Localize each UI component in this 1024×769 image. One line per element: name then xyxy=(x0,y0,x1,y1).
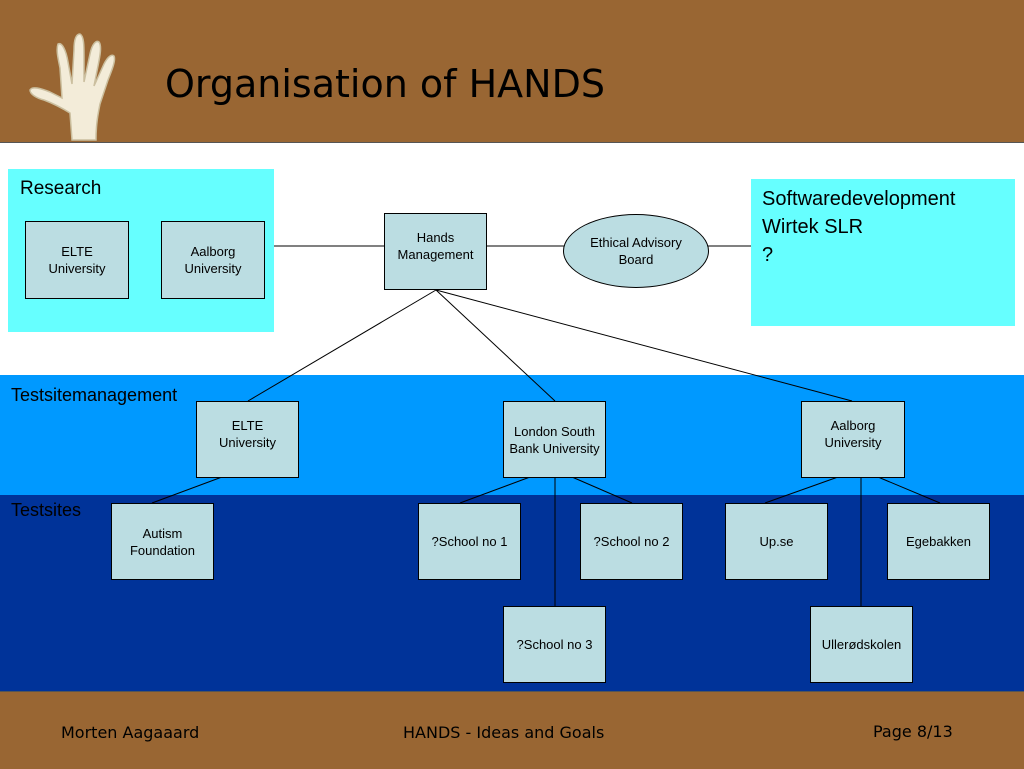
testsite-autism-box: Autism Foundation xyxy=(111,503,214,580)
ethical-advisory-board: Ethical Advisory Board xyxy=(563,214,709,288)
tsm-aalborg-box: Aalborg University xyxy=(801,401,905,478)
testsite-school1-box: ?School no 1 xyxy=(418,503,521,580)
hand-icon xyxy=(29,33,116,141)
research-label: Research xyxy=(20,178,102,199)
slide-header: Organisation of HANDS xyxy=(0,0,1024,143)
tsm-elte-box: ELTE University xyxy=(196,401,299,478)
hands-management-box: Hands Management xyxy=(384,213,487,290)
tsm-london-box: London South Bank University xyxy=(503,401,606,478)
testsite-school2-box: ?School no 2 xyxy=(580,503,683,580)
research-elte-box: ELTE University xyxy=(25,221,129,299)
research-aalborg-box: Aalborg University xyxy=(161,221,265,299)
footer-author: Morten Aagaaard xyxy=(61,723,200,742)
testsite-school3-box: ?School no 3 xyxy=(503,606,606,683)
testsite-egebakken-box: Egebakken xyxy=(887,503,990,580)
footer-subject: HANDS - Ideas and Goals xyxy=(403,723,605,742)
testsitemanagement-label: Testsitemanagement xyxy=(11,385,178,405)
slide-footer: Morten Aagaaard HANDS - Ideas and Goals … xyxy=(0,691,1024,769)
testsites-label: Testsites xyxy=(11,500,82,520)
testsite-ullerodskolen-box: Ullerødskolen xyxy=(810,606,913,683)
testsite-upse-box: Up.se xyxy=(725,503,828,580)
software-text: Softwaredevelopment Wirtek SLR ? xyxy=(762,188,956,266)
footer-page-number: Page 8/13 xyxy=(873,722,953,741)
slide-title: Organisation of HANDS xyxy=(165,62,605,106)
